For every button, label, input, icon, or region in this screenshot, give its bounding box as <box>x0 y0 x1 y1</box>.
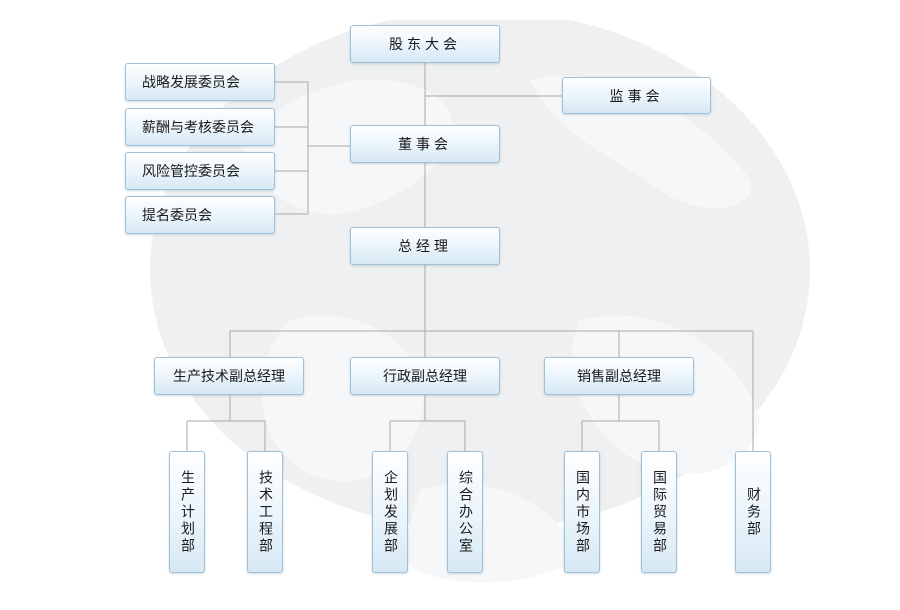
node-vp-production: 生产技术副总经理 <box>154 357 304 395</box>
globe-watermark-icon <box>150 20 810 583</box>
dept-international-trade: 国际贸易部 <box>641 451 677 573</box>
dept-planning-development: 企划发展部 <box>372 451 408 573</box>
dept-production-planning: 生产计划部 <box>169 451 205 573</box>
committee-risk: 风险管控委员会 <box>125 152 275 190</box>
node-board: 董事会 <box>350 125 500 163</box>
committee-compensation: 薪酬与考核委员会 <box>125 108 275 146</box>
node-supervisors: 监事会 <box>562 77 711 114</box>
dept-general-office: 综合办公室 <box>447 451 483 573</box>
dept-domestic-market: 国内市场部 <box>564 451 600 573</box>
dept-finance: 财务部 <box>735 451 771 573</box>
node-shareholders: 股东大会 <box>350 25 500 63</box>
node-vp-admin: 行政副总经理 <box>350 357 500 395</box>
dept-technical-engineering: 技术工程部 <box>247 451 283 573</box>
committee-strategy: 战略发展委员会 <box>125 63 275 101</box>
node-general-manager: 总经理 <box>350 227 500 265</box>
node-vp-sales: 销售副总经理 <box>544 357 694 395</box>
committee-nomination: 提名委员会 <box>125 196 275 234</box>
